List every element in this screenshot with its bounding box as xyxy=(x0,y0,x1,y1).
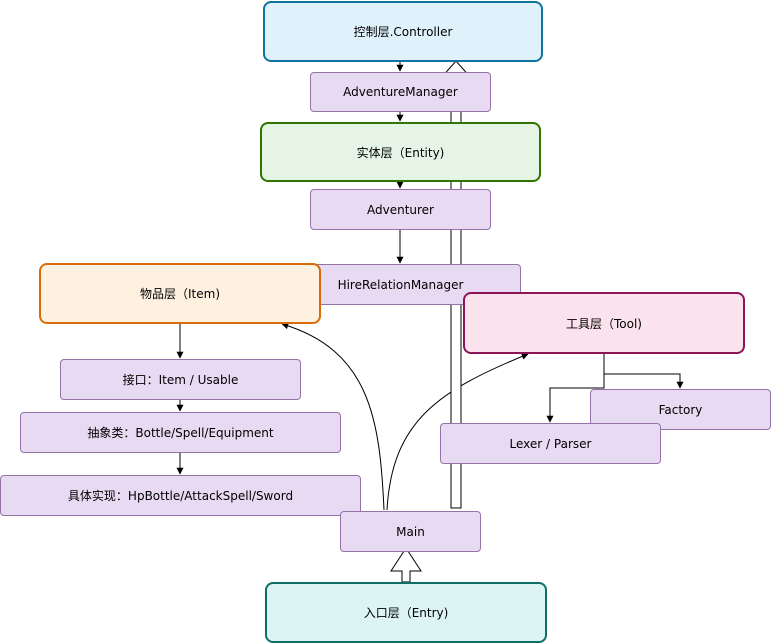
item-layer-label: 物品层（Item) xyxy=(140,287,220,301)
adventurer-node[interactable]: Adventurer xyxy=(310,189,491,230)
main-node[interactable]: Main xyxy=(340,511,481,552)
interface-label: 接口：Item / Usable xyxy=(122,373,239,387)
edge-main-item xyxy=(281,322,385,511)
interface-node[interactable]: 接口：Item / Usable xyxy=(60,359,301,400)
factory-label: Factory xyxy=(658,402,703,417)
main-label: Main xyxy=(396,524,425,539)
controller-layer-label: 控制层.Controller xyxy=(353,25,453,39)
entity-layer-label: 实体层（Entity) xyxy=(356,145,445,160)
edge-tool-factory xyxy=(603,354,684,389)
adventurer-label: Adventurer xyxy=(366,202,434,217)
adventure-manager-label: AdventureManager xyxy=(343,85,458,99)
entity-layer[interactable]: 实体层（Entity) xyxy=(260,122,541,182)
entry-layer[interactable]: 入口层（Entry) xyxy=(265,582,547,643)
lexer-parser-node[interactable]: Lexer / Parser xyxy=(440,423,661,464)
hire-relation-manager-label: HireRelationManager xyxy=(337,277,464,292)
item-layer[interactable]: 物品层（Item) xyxy=(39,263,321,324)
adventure-manager-node[interactable]: AdventureManager xyxy=(310,72,491,112)
concrete-impl-label: 具体实现：HpBottle/AttackSpell/Sword xyxy=(67,489,294,503)
lexer-parser-label: Lexer / Parser xyxy=(509,436,592,451)
abstract-class-node[interactable]: 抽象类：Bottle/Spell/Equipment xyxy=(20,412,341,453)
controller-layer[interactable]: 控制层.Controller xyxy=(263,1,543,62)
abstract-class-label: 抽象类：Bottle/Spell/Equipment xyxy=(87,426,274,440)
entry-layer-label: 入口层（Entry) xyxy=(363,606,449,620)
edge-tool-lexer xyxy=(546,374,605,423)
tool-layer-label: 工具层（Tool) xyxy=(566,316,642,331)
concrete-impl-node[interactable]: 具体实现：HpBottle/AttackSpell/Sword xyxy=(0,475,361,516)
tool-layer[interactable]: 工具层（Tool) xyxy=(463,292,745,354)
edge-main-tool xyxy=(386,353,529,511)
block-arrow-entry-main xyxy=(390,547,422,583)
